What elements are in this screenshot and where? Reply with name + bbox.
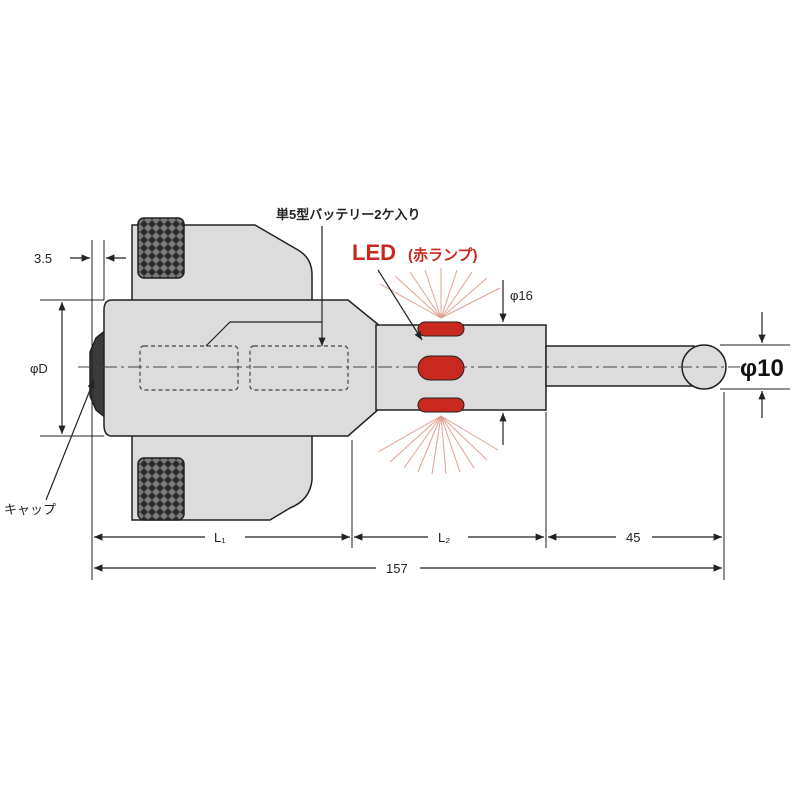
cap-label: キャップ bbox=[4, 502, 56, 517]
led-lamp-center bbox=[417, 355, 465, 381]
battery-leader bbox=[205, 321, 326, 347]
led-rays-bottom bbox=[377, 415, 499, 475]
battery-label: 単5型バッテリー2ケ入り bbox=[276, 207, 420, 222]
led-label: LED bbox=[352, 240, 396, 265]
led-sublabel: (赤ランプ) bbox=[408, 246, 478, 264]
battery-2 bbox=[249, 345, 349, 391]
dim-phi16-label: φ16 bbox=[510, 288, 533, 303]
dim-L1-label: L₁ bbox=[214, 530, 226, 545]
dim-157-label: 157 bbox=[386, 561, 408, 576]
led-lamp-bottom bbox=[417, 397, 465, 413]
main-body bbox=[103, 299, 381, 437]
dim-phiD-label: φD bbox=[30, 361, 48, 376]
knurled-knob-top bbox=[137, 217, 185, 279]
dim-3-5-label: 3.5 bbox=[34, 251, 52, 266]
dim-L2-label: L₂ bbox=[438, 530, 450, 545]
led-rays-top bbox=[379, 268, 501, 319]
led-lamp-top bbox=[417, 321, 465, 337]
knurled-knob-bottom bbox=[137, 457, 185, 521]
dim-45-label: 45 bbox=[626, 530, 640, 545]
led-leader bbox=[377, 269, 423, 341]
stylus bbox=[545, 345, 695, 387]
dim-phi10-label: φ10 bbox=[740, 355, 784, 382]
cap-leader bbox=[45, 379, 95, 501]
battery-1 bbox=[139, 345, 239, 391]
